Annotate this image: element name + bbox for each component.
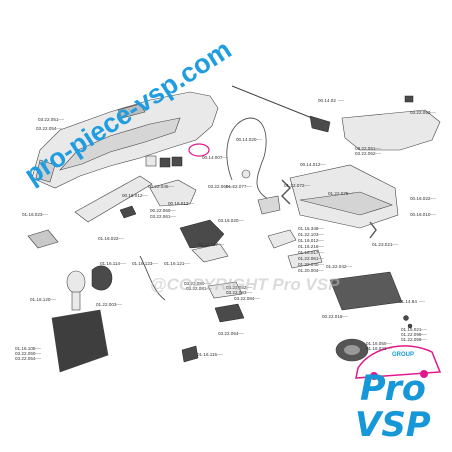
part-label: 00.14.02 [318, 98, 336, 103]
handbrake-lever [27, 175, 153, 249]
part-label: 03.22.082 [226, 285, 247, 290]
part-label: 00.16.012 [168, 201, 189, 206]
part-label: 00.22.060 [150, 208, 171, 213]
part-label: 01.16.023 [366, 346, 387, 351]
sun-visor-part [341, 95, 441, 151]
part-label: 01.15.021 [401, 327, 422, 332]
part-label: 03.22.084 [234, 296, 255, 301]
part-label: 01.22.103 [298, 232, 319, 237]
part-label: 03.22.080 [184, 281, 205, 286]
part-label: 01.16.115 [197, 352, 218, 357]
floor-mat [329, 271, 403, 311]
part-label: 01.22.099 [401, 332, 422, 337]
part-label: 01.22.042 [326, 264, 347, 269]
part-label: 01.22.072 [284, 183, 305, 188]
part-label: 00.22.015 [322, 314, 343, 319]
part-label: 01.16.114 [100, 261, 121, 266]
part-label: 00.22.045 [148, 184, 169, 189]
part-label: 01.23.021 [372, 242, 393, 247]
part-label: 03.22.051 [38, 117, 59, 122]
logo-group-text: GROUP [392, 352, 414, 358]
part-label: 01.16.023 [22, 212, 43, 217]
logo-line2: VSP [355, 405, 431, 445]
part-label: 00.16.012 [122, 193, 143, 198]
part-label: 03.22.054 [36, 126, 57, 131]
part-label: 01.20.004 [298, 268, 319, 273]
part-label: 01.22.075 [328, 191, 349, 196]
cable-assembly [226, 117, 271, 201]
car-silhouette [355, 345, 442, 380]
part-label: 00.14.012 [300, 162, 321, 167]
part-labels: 03.22.05103.22.05403.22.05103.22.05200.1… [15, 98, 431, 361]
part-label: 03.22.050 [15, 351, 36, 356]
part-label: 01.22.061 [298, 256, 319, 261]
pro-vsp-logo: GROUP Pro VSP [355, 352, 431, 445]
part-label: 01.22.003 [96, 302, 117, 307]
part-label: 01.16.050 [366, 341, 387, 346]
part-label: 03.22.065 [208, 184, 229, 189]
part-label: 01.16.121 [164, 261, 185, 266]
part-label: 00.16.010 [410, 212, 431, 217]
part-label: 01.16.216 [298, 244, 319, 249]
part-label: 03.22.081 [186, 286, 207, 291]
speaker-part [335, 315, 413, 362]
dashboard-part [31, 91, 219, 189]
part-label: 03.22.051 [355, 146, 376, 151]
part-label: 03.22.053 [410, 110, 431, 115]
part-label: 00.14.007 [202, 155, 223, 160]
pedal-pads [149, 179, 245, 323]
part-label: 01.16.012 [298, 238, 319, 243]
part-label: 03.22.061 [150, 214, 171, 219]
part-label: 03.22.054 [15, 356, 36, 361]
part-label: 01.16.348 [298, 226, 319, 231]
switch-block [145, 143, 210, 168]
part-label: 03.22.064 [218, 331, 239, 336]
part-label: 03.22.083 [226, 290, 247, 295]
leader-lines [35, 100, 436, 359]
gear-knob [51, 265, 113, 373]
watermark-copyright: @COPYRIGHT Pro VSP [150, 275, 340, 294]
highlight-ring [188, 143, 210, 157]
part-label: 01.22.077 [226, 184, 247, 189]
logo-line1: Pro [360, 369, 426, 409]
part-label: 00.16.022 [410, 196, 431, 201]
antenna-part [231, 85, 331, 133]
part-label: 03.16.020 [218, 218, 239, 223]
part-label: 01.16.120 [30, 297, 51, 302]
part-label: 01.16.017 [298, 250, 319, 255]
part-label: 01.14.84 [399, 299, 417, 304]
part-label: 00.14.020 [236, 137, 257, 142]
part-label: 01.22.058 [401, 337, 422, 342]
part-label: 01.22.040 [298, 262, 319, 267]
part-label: 01.16.123 [132, 261, 153, 266]
shift-cable [139, 255, 199, 363]
part-label: 03.22.052 [355, 151, 376, 156]
part-label: 01.22.117 [198, 242, 219, 247]
part-label: 01.16.105 [15, 346, 36, 351]
pedal-box [257, 164, 399, 269]
part-label: 01.16.022 [98, 236, 119, 241]
